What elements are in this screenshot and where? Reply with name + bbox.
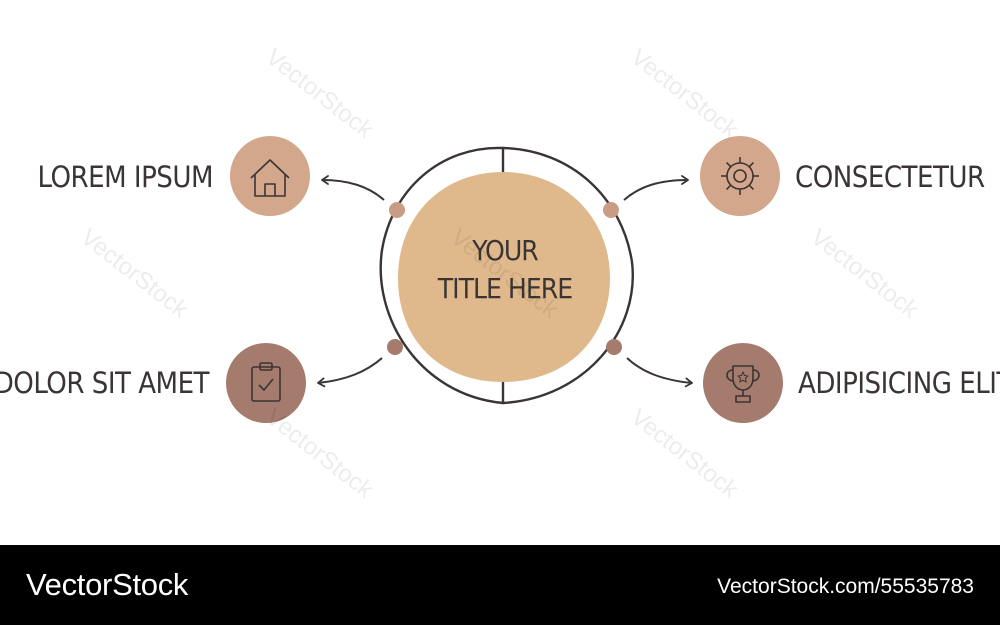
- gear-icon: [721, 157, 759, 195]
- house-icon: [250, 159, 290, 197]
- connector-dot: [387, 339, 403, 355]
- footer-image-id: VectorStock.com/55535783: [717, 575, 974, 598]
- label-adipisicing-elit: ADIPISICING ELIT: [798, 366, 1000, 400]
- label-lorem-ipsum: LOREM IPSUM: [37, 160, 213, 194]
- footer-bar: VectorStock VectorStock.com/55535783: [0, 545, 1000, 625]
- trophy-icon: [726, 365, 760, 403]
- label-consectetur: CONSECTETUR: [795, 160, 985, 194]
- item-circle-dolor-sit-amet: [226, 343, 306, 423]
- diagram-title: YOUR TITLE HERE: [405, 232, 605, 308]
- diagram: [226, 136, 783, 423]
- arrow-dolor-sit-amet: [317, 357, 383, 388]
- outer-ring-right: [501, 146, 634, 405]
- item-circle-lorem-ipsum: [230, 136, 310, 216]
- item-circle-adipisicing-elit: [703, 343, 783, 423]
- title-line-2: TITLE HERE: [437, 272, 573, 305]
- infographic-canvas: YOUR TITLE HERE LOREM IPSUM CONSECTETUR …: [0, 43, 1000, 504]
- label-dolor-sit-amet: DOLOR SIT AMET: [0, 366, 210, 400]
- connector-dot: [389, 202, 405, 218]
- arrow-consectetur: [623, 175, 689, 201]
- arrow-lorem-ipsum: [321, 175, 385, 201]
- title-line-1: YOUR: [472, 234, 539, 267]
- outer-ring-left: [379, 146, 505, 405]
- center-blob: [398, 172, 610, 382]
- connector-dot: [606, 339, 622, 355]
- connector-dot: [603, 202, 619, 218]
- arrow-adipisicing-elit: [626, 357, 693, 388]
- footer-brand: VectorStock: [26, 567, 189, 602]
- item-circle-consectetur: [700, 136, 780, 216]
- clipboard-check-icon: [251, 362, 281, 402]
